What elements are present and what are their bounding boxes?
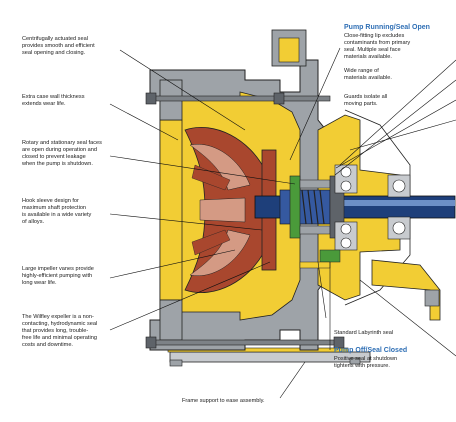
title-pump-running: Pump Running/Seal Open xyxy=(344,24,430,31)
callout-hook-sleeve: Hook sleeve design for maximum shaft pro… xyxy=(22,198,92,225)
callout-close-fitting-lip: Close-fitting lip excludes contaminants … xyxy=(344,33,411,60)
title-pump-off: Pump Off/Seal Closed xyxy=(334,347,408,354)
callout-materials: Wide range of materials available. xyxy=(344,68,392,81)
callout-positive-seal: Positive seal at shutdown tightens with … xyxy=(334,356,398,369)
callout-labyrinth-seal: Standard Labyrinth seal xyxy=(334,330,394,336)
callout-centrifugal-seal: Centrifugally actuated seal provides smo… xyxy=(22,36,95,56)
impeller xyxy=(184,127,277,293)
callout-seal-faces: Rotary and stationary seal faces are ope… xyxy=(22,140,102,167)
leader-lines xyxy=(109,47,456,399)
callout-impeller-vanes: Large impeller vanes provide highly-effi… xyxy=(22,266,94,286)
callout-expeller: The Wilfley expeller is a non- contactin… xyxy=(22,314,98,348)
callout-frame-support: Frame support to ease assembly. xyxy=(182,398,265,404)
callout-guards: Guards isolate all moving parts. xyxy=(344,94,388,107)
casing-bolts xyxy=(145,92,345,349)
bearings xyxy=(334,164,411,251)
callout-case-wall: Extra case wall thickness extends wear l… xyxy=(22,94,85,107)
